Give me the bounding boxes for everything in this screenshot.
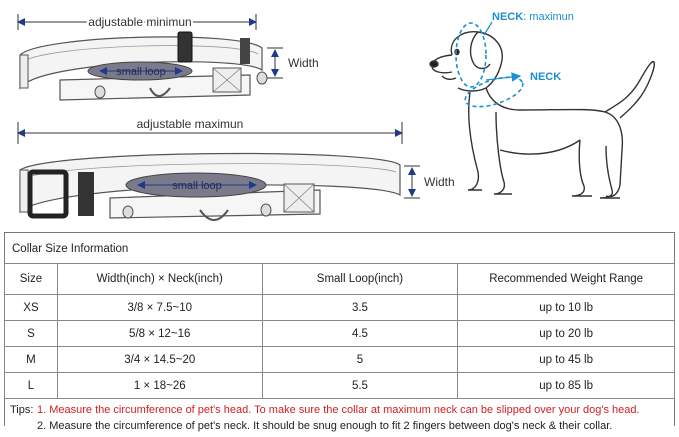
neck-max-label-bold: NECK <box>492 11 523 23</box>
width-label-bottom: Width <box>424 175 455 189</box>
width-label-top: Width <box>288 56 319 70</box>
cell-size: S <box>4 320 58 347</box>
size-table: Size Width(inch) × Neck(inch) Small Loop… <box>4 263 675 399</box>
tips: Tips: 1. Measure the circumference of pe… <box>10 402 675 434</box>
header-weight: Recommended Weight Range <box>457 263 675 295</box>
header-small-loop: Small Loop(inch) <box>261 263 459 295</box>
cell-small-loop: 5.5 <box>261 372 459 399</box>
cell-weight: up to 45 lb <box>457 346 675 373</box>
table-row: XS 3/8 × 7.5~10 3.5 up to 10 lb <box>4 294 675 321</box>
cell-weight: up to 20 lb <box>457 320 675 347</box>
neck-label: NECK <box>530 71 561 83</box>
tip-row-1: Tips: 1. Measure the circumference of pe… <box>10 402 675 418</box>
neck-max-label-rest: : maximun <box>523 11 574 23</box>
cell-size: M <box>4 346 58 373</box>
cell-size: L <box>4 372 58 399</box>
dog-illustration <box>429 21 655 199</box>
tip-1: 1. Measure the circumference of pet's he… <box>37 404 640 416</box>
header-dimensions: Width(inch) × Neck(inch) <box>56 263 263 295</box>
small-loop-label-large: small loop <box>172 180 222 192</box>
adjustable-max-label: adjustable maximun <box>137 117 244 131</box>
neck-max-label: NECK: maximun <box>492 11 574 23</box>
table-row: S 5/8 × 12~16 4.5 up to 20 lb <box>4 320 675 347</box>
cell-weight: up to 10 lb <box>457 294 675 321</box>
tip-2: 2. Measure the circumference of pet's ne… <box>37 420 613 432</box>
collar-diagram: adjustable minimun small loop Width adju… <box>17 11 655 221</box>
small-loop-label: small loop <box>116 66 166 78</box>
cell-dimensions: 5/8 × 12~16 <box>56 320 263 347</box>
cell-dimensions: 1 × 18~26 <box>56 372 263 399</box>
cell-dimensions: 3/8 × 7.5~10 <box>56 294 263 321</box>
tips-label: Tips: <box>10 404 34 416</box>
tip-row-2: 2. Measure the circumference of pet's ne… <box>10 418 675 434</box>
adjustable-min-label: adjustable minimun <box>88 15 191 29</box>
header-size: Size <box>4 263 58 295</box>
section-title: Collar Size Information <box>12 243 129 255</box>
cell-small-loop: 4.5 <box>261 320 459 347</box>
collar-large-illustration: adjustable maximun small loop Width <box>17 115 455 221</box>
collar-small-illustration: adjustable minimun small loop Width <box>17 13 319 101</box>
cell-small-loop: 5 <box>261 346 459 373</box>
table-row: L 1 × 18~26 5.5 up to 85 lb <box>4 372 675 399</box>
cell-weight: up to 85 lb <box>457 372 675 399</box>
table-header-row: Size Width(inch) × Neck(inch) Small Loop… <box>4 263 675 295</box>
cell-dimensions: 3/4 × 14.5~20 <box>56 346 263 373</box>
cell-small-loop: 3.5 <box>261 294 459 321</box>
cell-size: XS <box>4 294 58 321</box>
table-row: M 3/4 × 14.5~20 5 up to 45 lb <box>4 346 675 373</box>
